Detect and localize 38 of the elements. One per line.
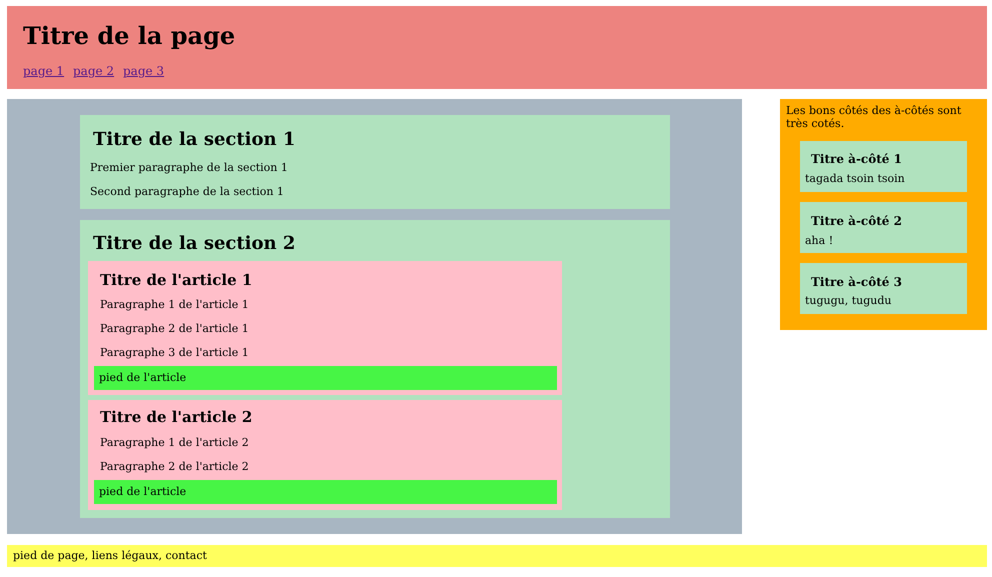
- footer-text: pied de page, liens légaux, contact: [13, 549, 207, 562]
- paragraph: Paragraphe 3 de l'article 1: [100, 346, 249, 360]
- paragraph: Premier paragraphe de la section 1: [90, 161, 288, 174]
- article-footer-bar: [94, 366, 557, 390]
- heading: Titre à-côté 2: [811, 214, 902, 228]
- paragraph: Paragraphe 1 de l'article 1: [100, 298, 249, 312]
- main-content-panel: [7, 99, 742, 534]
- heading: Titre de la section 2: [93, 233, 296, 255]
- paragraph: Les bons côtés des à-côtés sont très cotés.: [786, 104, 962, 130]
- aside-card: [800, 263, 967, 314]
- article-card: [88, 261, 562, 395]
- page-title: Titre de la page: [23, 22, 236, 51]
- heading: Titre à-côté 3: [811, 275, 902, 290]
- paragraph: Second paragraphe de la section 1: [90, 185, 284, 198]
- sidebar-panel: [780, 99, 987, 330]
- nav-link: page 3: [123, 64, 164, 78]
- aside-card: [800, 202, 967, 253]
- heading: Titre à-côté 1: [811, 152, 902, 166]
- nav-link: page 2: [73, 64, 114, 78]
- page-footer-bar: [7, 545, 987, 567]
- paragraph: Paragraphe 1 de l'article 2: [100, 436, 249, 450]
- heading: Titre de la section 1: [93, 129, 296, 151]
- section-panel: [80, 115, 670, 209]
- footer-text: pied de l'article: [99, 485, 186, 498]
- paragraph: aha !: [805, 234, 834, 248]
- section-panel: [80, 220, 670, 518]
- article-footer-bar: [94, 480, 557, 504]
- nav-link: page 1: [23, 64, 64, 78]
- paragraph: tugugu, tugudu: [805, 294, 892, 308]
- article-card: [88, 400, 562, 510]
- header-banner: [7, 6, 987, 89]
- heading: Titre de l'article 2: [100, 408, 252, 426]
- footer-text: pied de l'article: [99, 371, 186, 384]
- paragraph: Paragraphe 2 de l'article 1: [100, 322, 249, 336]
- paragraph: tagada tsoin tsoin: [805, 172, 905, 186]
- aside-card: [800, 141, 967, 192]
- heading: Titre de l'article 1: [100, 271, 252, 289]
- paragraph: Paragraphe 2 de l'article 2: [100, 460, 249, 474]
